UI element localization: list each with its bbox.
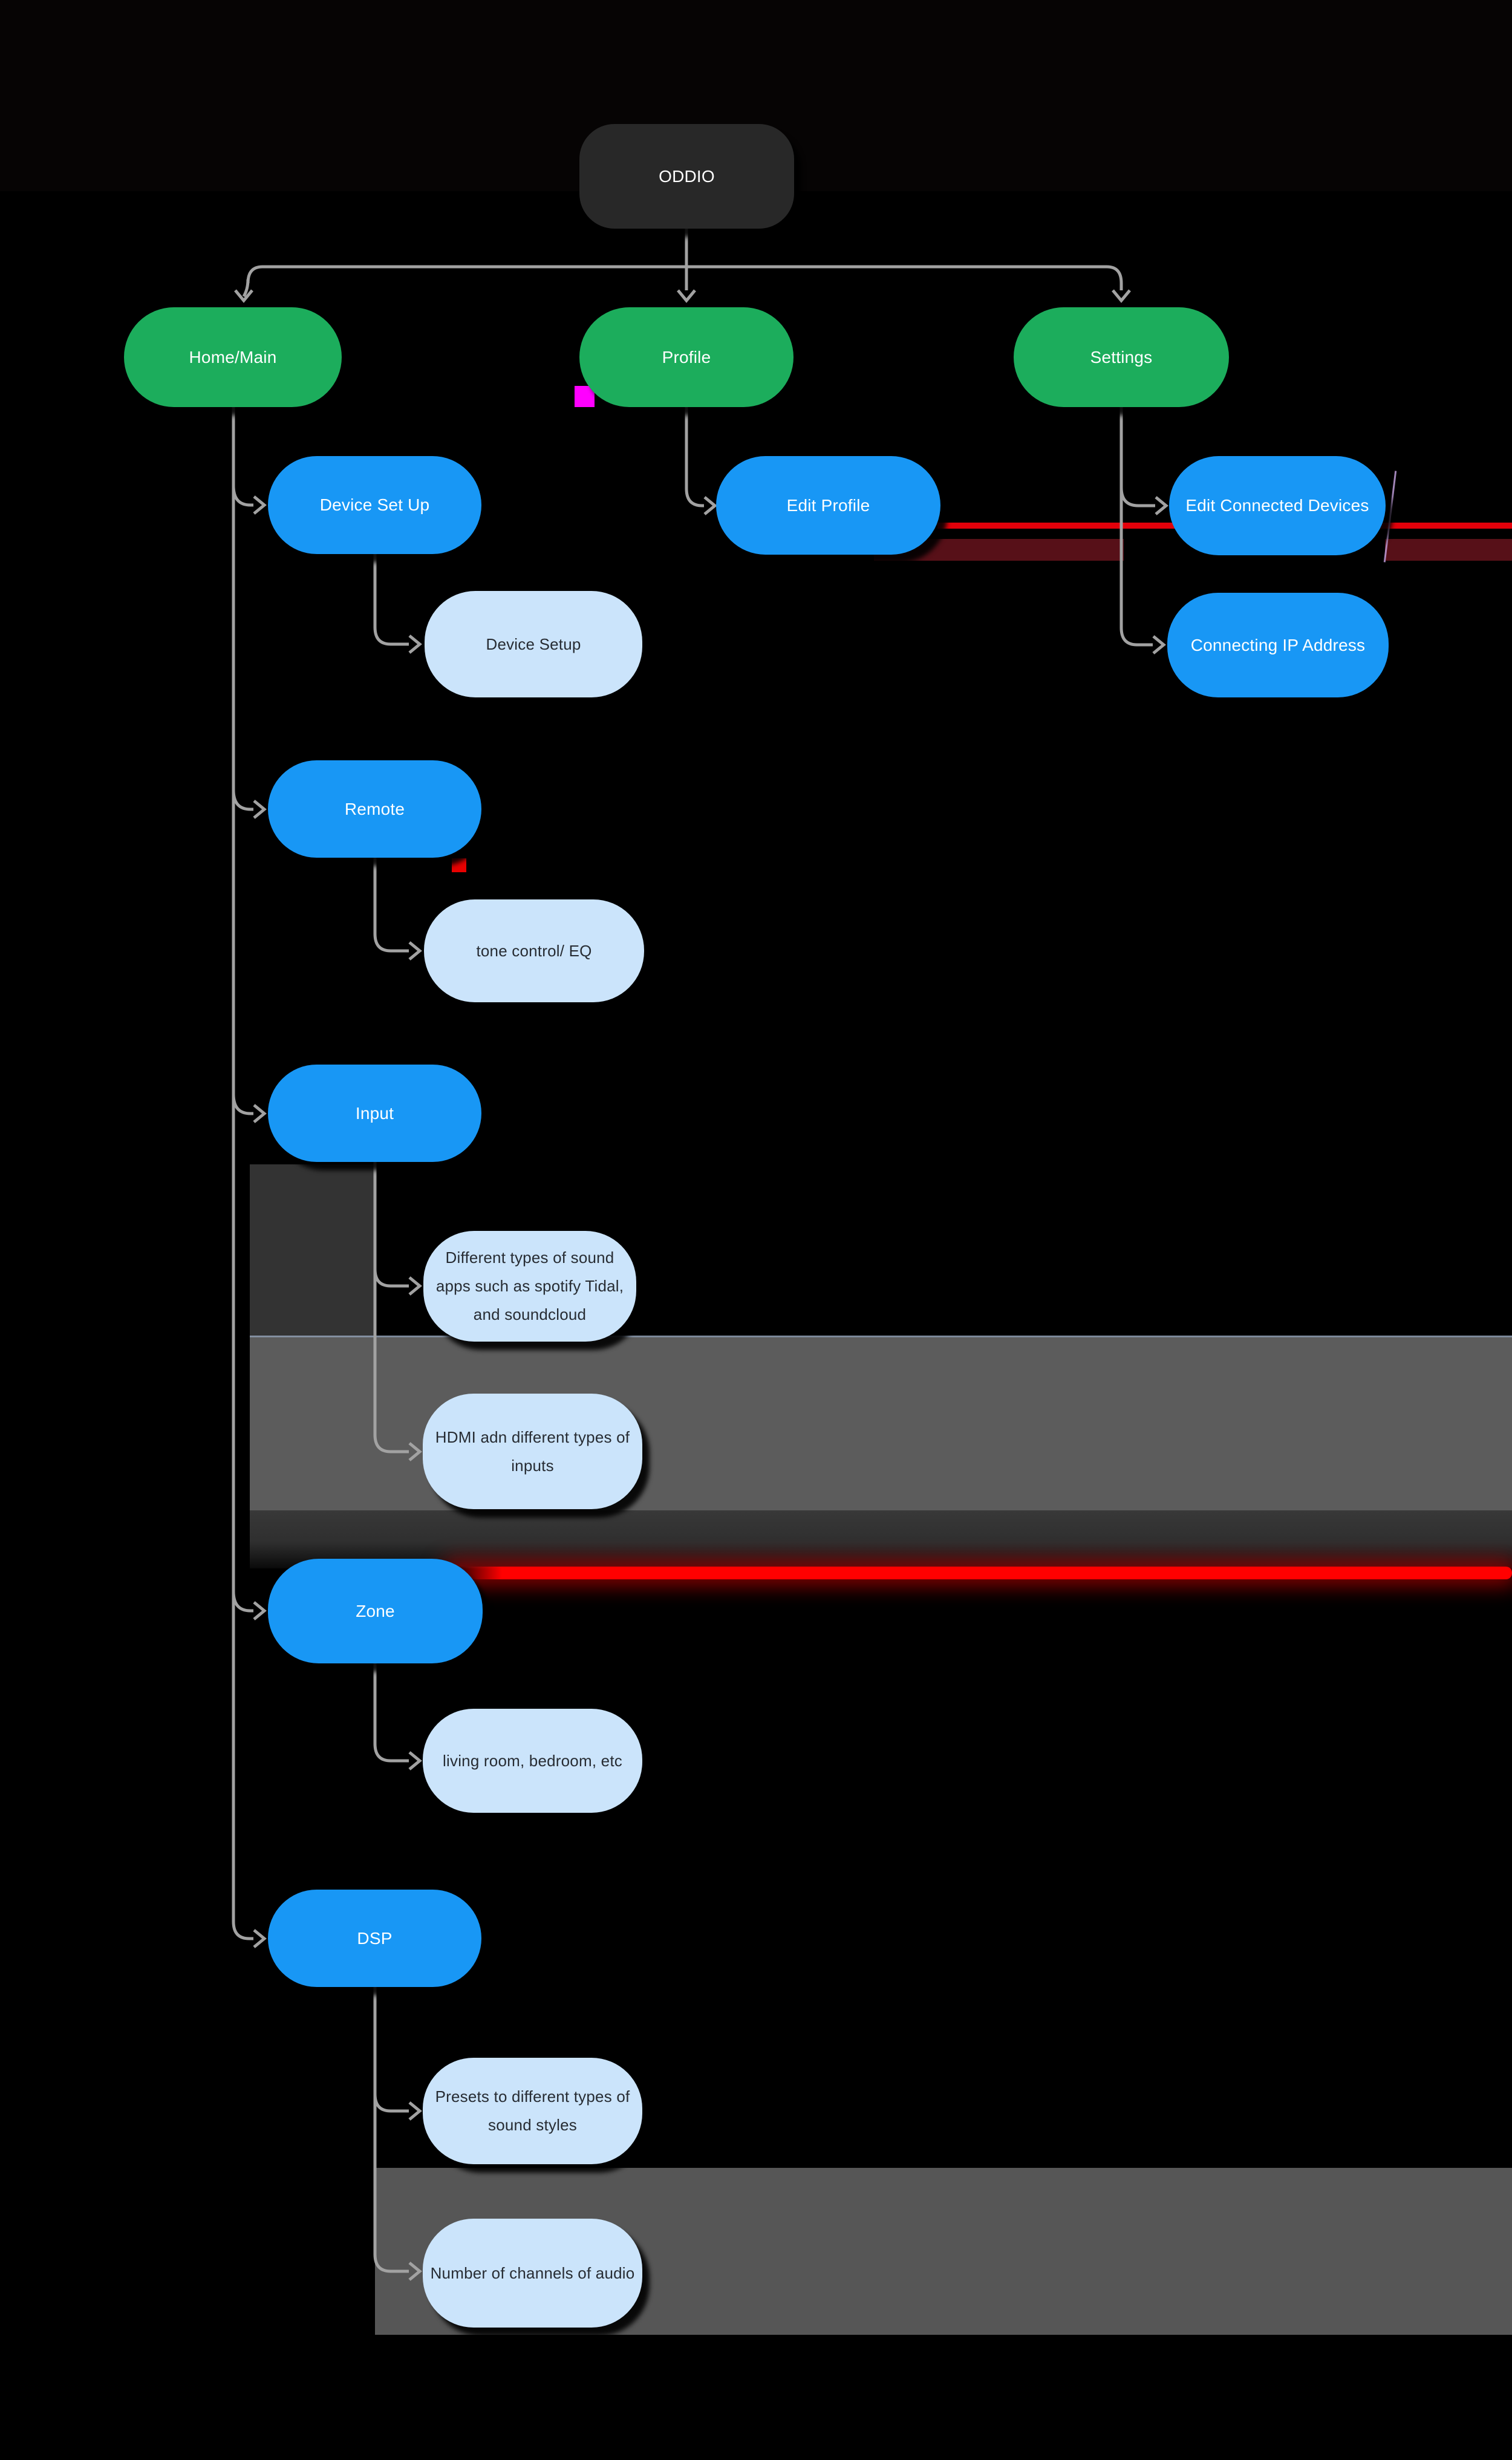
node-settings[interactable]: Settings bbox=[1014, 307, 1229, 407]
node-edit-connected-devices[interactable]: Edit Connected Devices bbox=[1169, 456, 1386, 555]
arrowhead-channels bbox=[408, 2262, 422, 2281]
connector-edit-profile bbox=[685, 406, 704, 507]
node-device-setup-detail-label: Device Setup bbox=[486, 635, 581, 653]
connector-branch-device-set-up bbox=[232, 485, 253, 507]
node-zone[interactable]: Zone bbox=[268, 1559, 483, 1663]
node-home-main[interactable]: Home/Main bbox=[124, 307, 342, 407]
node-settings-label: Settings bbox=[1090, 347, 1153, 367]
arrowhead-home bbox=[234, 289, 253, 303]
connector-hdmi bbox=[373, 1162, 409, 1453]
connector-device-setup bbox=[373, 553, 409, 646]
connector-edit-connected bbox=[1119, 487, 1155, 507]
arrowhead-sound-apps bbox=[408, 1276, 422, 1296]
node-living-room-label: living room, bedroom, etc bbox=[443, 1751, 622, 1770]
node-dsp[interactable]: DSP bbox=[268, 1890, 481, 1987]
arrowhead-input bbox=[253, 1104, 267, 1123]
node-sound-apps[interactable]: Different types of sound apps such as sp… bbox=[423, 1231, 636, 1342]
arrowhead-device-set-up bbox=[253, 495, 267, 515]
node-tone-control-eq-label: tone control/ EQ bbox=[476, 941, 592, 960]
node-tone-control-eq[interactable]: tone control/ EQ bbox=[424, 899, 644, 1002]
node-profile[interactable]: Profile bbox=[579, 307, 793, 407]
arrowhead-hdmi bbox=[408, 1442, 422, 1461]
node-edit-profile-label: Edit Profile bbox=[786, 495, 870, 515]
connector-tone-eq bbox=[373, 858, 409, 953]
connector-rail-left-drop bbox=[242, 279, 250, 298]
arrowhead-edit-connected bbox=[1155, 496, 1168, 515]
arrowhead-edit-profile bbox=[703, 496, 717, 515]
hairline-artifact bbox=[250, 1336, 1512, 1337]
connector-rail bbox=[246, 265, 1123, 290]
node-device-set-up-label: Device Set Up bbox=[319, 495, 430, 514]
node-oddio-label: ODDIO bbox=[659, 166, 715, 186]
connector-sound-apps bbox=[373, 1268, 409, 1288]
dark-band-artifact bbox=[250, 1510, 1512, 1568]
arrowhead-profile bbox=[677, 289, 696, 303]
node-input-label: Input bbox=[355, 1103, 394, 1123]
node-presets-label: Presets to different types of sound styl… bbox=[435, 2087, 630, 2134]
node-device-set-up[interactable]: Device Set Up bbox=[268, 456, 481, 554]
connector-living-room bbox=[373, 1663, 409, 1763]
red-square-artifact bbox=[452, 858, 466, 872]
connector-channels bbox=[373, 1987, 409, 2273]
node-presets[interactable]: Presets to different types of sound styl… bbox=[423, 2058, 642, 2164]
node-remote-label: Remote bbox=[344, 799, 405, 818]
node-remote[interactable]: Remote bbox=[268, 760, 481, 858]
arrowhead-tone-eq bbox=[408, 941, 422, 961]
connector-connecting-ip bbox=[1119, 406, 1153, 647]
node-hdmi-inputs-label: HDMI adn different types of inputs bbox=[435, 1427, 630, 1475]
node-hdmi-inputs[interactable]: HDMI adn different types of inputs bbox=[423, 1394, 642, 1509]
node-edit-connected-devices-label: Edit Connected Devices bbox=[1185, 496, 1369, 515]
node-connecting-ip-address[interactable]: Connecting IP Address bbox=[1167, 593, 1389, 697]
node-dsp-label: DSP bbox=[357, 1928, 393, 1948]
arrowhead-remote bbox=[253, 800, 267, 819]
connector-presets bbox=[373, 2093, 409, 2113]
dark-gray-wedge-artifact bbox=[250, 1164, 375, 1341]
node-device-setup-detail[interactable]: Device Setup bbox=[425, 591, 642, 697]
maroon-stripe-artifact bbox=[1385, 539, 1512, 561]
node-oddio[interactable]: ODDIO bbox=[579, 124, 794, 229]
node-home-main-label: Home/Main bbox=[189, 347, 277, 367]
node-channels-label: Number of channels of audio bbox=[430, 2263, 635, 2282]
node-channels[interactable]: Number of channels of audio bbox=[423, 2219, 642, 2328]
node-sound-apps-label: Different types of sound apps such as sp… bbox=[435, 1248, 624, 1323]
arrowhead-zone bbox=[253, 1601, 267, 1620]
node-edit-profile[interactable]: Edit Profile bbox=[716, 456, 940, 555]
node-profile-label: Profile bbox=[662, 347, 711, 367]
node-living-room[interactable]: living room, bedroom, etc bbox=[423, 1709, 642, 1813]
arrowhead-connecting-ip bbox=[1152, 635, 1166, 654]
node-zone-label: Zone bbox=[356, 1601, 395, 1620]
connector-branch-remote bbox=[232, 789, 253, 811]
arrowhead-settings bbox=[1112, 289, 1131, 303]
arrowhead-presets bbox=[408, 2101, 422, 2121]
node-input[interactable]: Input bbox=[268, 1065, 481, 1162]
connector-branch-zone bbox=[232, 1591, 253, 1613]
connector-home-spine bbox=[232, 406, 253, 1940]
arrowhead-device-setup bbox=[408, 635, 422, 654]
arrowhead-living-room bbox=[408, 1751, 422, 1770]
connector-branch-input bbox=[232, 1094, 253, 1115]
arrowhead-dsp bbox=[253, 1929, 267, 1948]
red-glow-line-artifact bbox=[448, 1567, 1512, 1579]
node-connecting-ip-address-label: Connecting IP Address bbox=[1190, 635, 1366, 654]
